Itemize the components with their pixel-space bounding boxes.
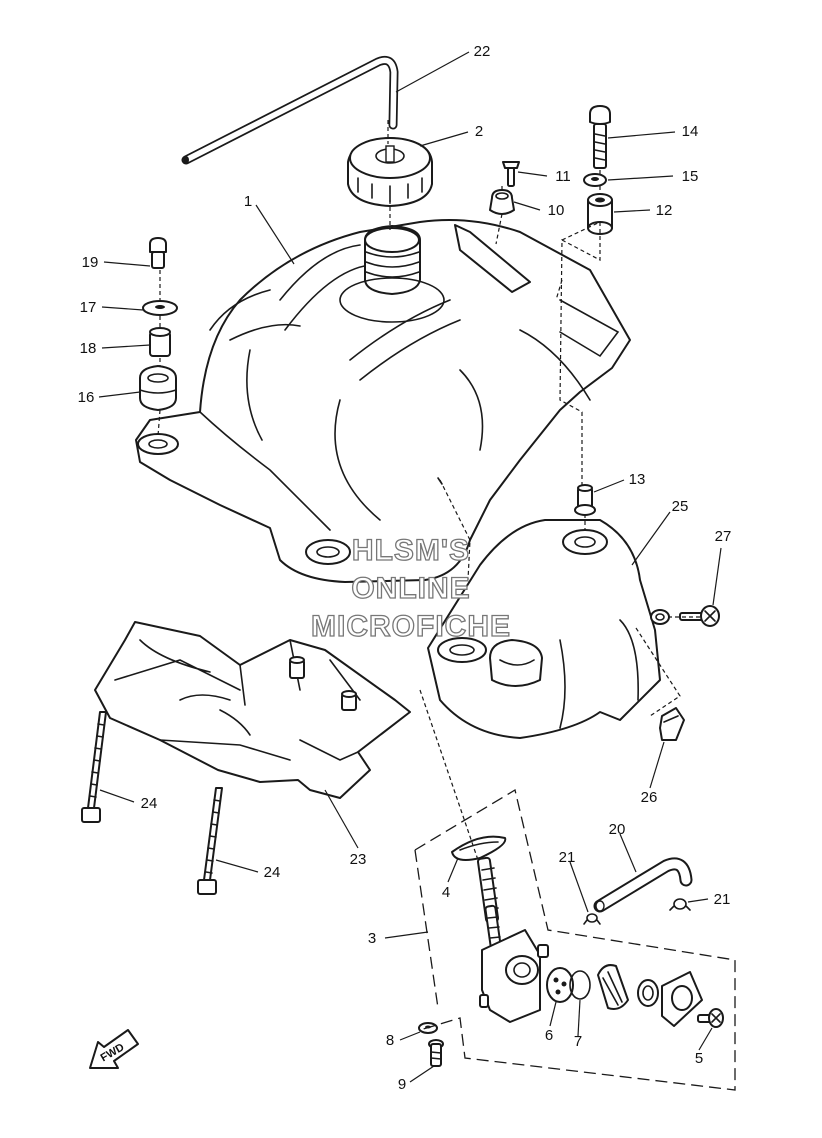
callout-25: 25 bbox=[672, 498, 689, 515]
part-3-fuel-cock-assembly bbox=[418, 835, 724, 1067]
assembly-guide-lines bbox=[157, 120, 736, 1091]
watermark-line-3: MICROFICHE bbox=[311, 610, 511, 643]
callout-7: 7 bbox=[574, 1033, 582, 1050]
part-16-damper bbox=[139, 365, 177, 411]
callout-4: 4 bbox=[442, 884, 450, 901]
callout-23: 23 bbox=[350, 851, 367, 868]
part-15-washer bbox=[583, 173, 607, 187]
callout-27: 27 bbox=[715, 528, 732, 545]
part-11-screw bbox=[502, 161, 520, 187]
callout-26: 26 bbox=[641, 789, 658, 806]
callout-22: 22 bbox=[474, 43, 491, 60]
fwd-arrow-icon bbox=[89, 1029, 139, 1069]
watermark-line-1: HLSM'S bbox=[352, 534, 470, 567]
callout-12: 12 bbox=[656, 202, 673, 219]
part-14-bolt bbox=[589, 105, 611, 169]
part-27-screw bbox=[679, 605, 720, 627]
part-18-collar bbox=[149, 327, 171, 357]
part-2-fuel-cap bbox=[347, 137, 433, 207]
callout-15: 15 bbox=[682, 168, 699, 185]
callout-11: 11 bbox=[555, 168, 571, 185]
part-10-grommet bbox=[489, 189, 515, 215]
watermark-line-2: ONLINE bbox=[351, 572, 470, 605]
callout-6: 6 bbox=[545, 1027, 553, 1044]
fwd-direction-badge: FWD bbox=[89, 1029, 139, 1069]
watermark: HLSM'S ONLINE MICROFICHE bbox=[310, 533, 511, 643]
part-25-side-cover bbox=[427, 519, 670, 739]
callout-20: 20 bbox=[609, 821, 626, 838]
part-17-washer bbox=[142, 300, 178, 316]
callout-17: 17 bbox=[80, 299, 97, 316]
callout-2: 2 bbox=[475, 123, 483, 140]
callout-19: 19 bbox=[82, 254, 99, 271]
callout-21-right: 21 bbox=[714, 891, 731, 908]
part-13-pin bbox=[574, 484, 596, 516]
callout-21-left: 21 bbox=[559, 849, 576, 866]
part-20-fuel-hose bbox=[593, 857, 693, 913]
callout-24-right: 24 bbox=[264, 864, 281, 881]
part-23-under-cover bbox=[94, 621, 411, 799]
callout-24-left: 24 bbox=[141, 795, 158, 812]
part-21-clamp-right bbox=[669, 898, 691, 911]
callout-9: 9 bbox=[398, 1076, 406, 1093]
callout-10: 10 bbox=[548, 202, 565, 219]
callout-14: 14 bbox=[682, 123, 699, 140]
part-26-clip bbox=[659, 707, 685, 741]
part-24-cable-tie-left bbox=[81, 711, 107, 823]
part-1-fuel-tank bbox=[135, 218, 631, 583]
callout-labels: 22 2 14 11 15 10 12 1 19 17 18 16 13 25 … bbox=[78, 43, 732, 1093]
callout-8: 8 bbox=[386, 1032, 394, 1049]
part-21-clamp-left bbox=[583, 913, 601, 925]
callout-3: 3 bbox=[368, 930, 376, 947]
part-12-damper bbox=[587, 193, 613, 235]
part-24-cable-tie-right bbox=[197, 787, 223, 895]
callout-13: 13 bbox=[629, 471, 646, 488]
callout-5: 5 bbox=[695, 1050, 703, 1067]
callout-18: 18 bbox=[80, 340, 97, 357]
part-19-bolt bbox=[149, 237, 167, 269]
callout-1: 1 bbox=[244, 193, 252, 210]
part-22-vent-hose bbox=[181, 55, 399, 165]
leader-lines bbox=[98, 51, 722, 1083]
callout-16: 16 bbox=[78, 389, 95, 406]
